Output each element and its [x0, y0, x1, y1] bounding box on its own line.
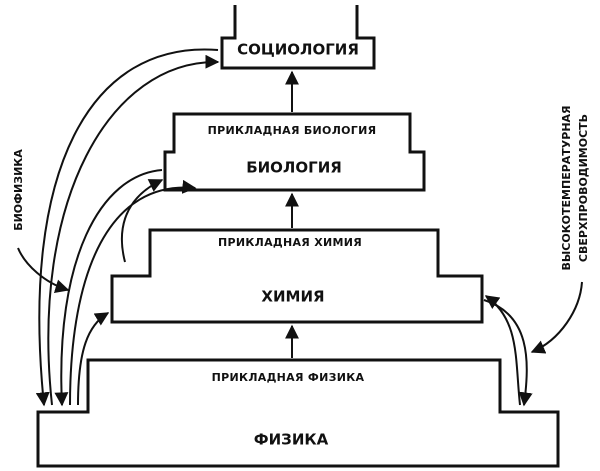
arrow-sociology-physics [35, 48, 219, 407]
biology-block [163, 112, 426, 192]
biology-label: БИОЛОГИЯ [246, 159, 342, 177]
chemistry-block [110, 228, 484, 324]
chemistry-label: ХИМИЯ [261, 288, 324, 306]
applied-biology-label: ПРИКЛАДНАЯ БИОЛОГИЯ [208, 124, 377, 137]
arrow-physics-chemistry [77, 312, 110, 406]
superconductivity-label-line2: СВЕРХПРОВОДИМОСТЬ [577, 114, 590, 262]
sociology-block [220, 5, 376, 70]
arrow-biology-physics [54, 169, 163, 407]
arrow-chemistry-biology [120, 179, 164, 263]
physics-label: ФИЗИКА [254, 431, 329, 449]
arrow-physics-biology [69, 179, 197, 406]
arrow-physics-sociology [47, 54, 220, 406]
applied-chemistry-label: ПРИКЛАДНАЯ ХИМИЯ [218, 236, 362, 249]
sociology-label: СОЦИОЛОГИЯ [237, 41, 359, 59]
physics-block [36, 358, 560, 468]
biophysics-label: БИОФИЗИКА [12, 149, 25, 231]
superconductivity-label-line1: ВЫСОКОТЕМПЕРАТУРНАЯ [560, 105, 573, 270]
superconductivity-pointer [530, 281, 583, 354]
arrow-physics-chemistry-right [484, 295, 521, 406]
biophysics-pointer [17, 247, 70, 294]
applied-physics-label: ПРИКЛАДНАЯ ФИЗИКА [212, 371, 365, 384]
